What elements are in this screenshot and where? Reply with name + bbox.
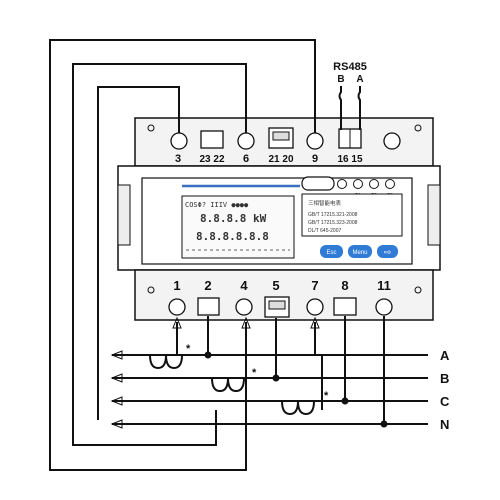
lcd-display — [181, 195, 295, 259]
front-panel: COSΦ? IIIV ●●●● 8.8.8.8 kW 8.8.8.8.8.8 F… — [141, 176, 413, 265]
svg-text:Esc: Esc — [326, 250, 336, 256]
svg-text:Menu: Menu — [352, 250, 367, 256]
rs485-a-label: A — [356, 74, 363, 85]
bottom-terminal-labels: 1 2 4 5 7 8 11 — [173, 278, 390, 293]
standard-3: DL/T 645-2007 — [308, 228, 341, 234]
phase-lines: A B C N — [110, 348, 450, 432]
bottom-terminal-label: 7 — [311, 278, 318, 293]
lcd-row2: 8.8.8.8 kW — [200, 212, 267, 225]
ct-mark: * — [252, 367, 257, 379]
line-label-a: A — [440, 348, 450, 363]
rs485-title: RS485 — [333, 61, 367, 73]
bottom-terminal-screws — [147, 286, 422, 318]
top-terminal-label: 9 — [312, 153, 318, 165]
rs485-b-label: B — [337, 74, 344, 85]
ct-mark: * — [186, 343, 191, 355]
line-label-c: C — [440, 394, 450, 409]
indicator-led — [385, 179, 395, 189]
indicator-led — [337, 179, 347, 189]
ct-mark: * — [324, 390, 329, 402]
top-terminal-label: 23 22 — [199, 154, 224, 165]
lcd-row3: 8.8.8.8.8.8 — [196, 230, 269, 243]
top-terminal-label: 16 15 — [337, 154, 362, 165]
bottom-terminal-label: 11 — [377, 278, 391, 293]
top-terminal-label: 3 — [175, 153, 181, 165]
bottom-terminal-label: 1 — [173, 278, 180, 293]
line-label-n: N — [440, 417, 449, 432]
standard-1: GB/T 17215.321-2008 — [308, 212, 358, 218]
line-label-b: B — [440, 371, 449, 386]
lcd-row1: COSΦ? IIIV ●●●● — [185, 201, 249, 209]
next-button[interactable]: ⇨ — [377, 245, 398, 258]
top-terminal-labels: 3 23 22 6 21 20 9 16 15 — [175, 153, 363, 165]
top-terminal-label: 6 — [243, 153, 249, 165]
ct-connections: * * * — [149, 316, 388, 428]
bottom-terminal-label: 5 — [272, 278, 279, 293]
meter-name: 三相智能电表 — [308, 199, 342, 207]
ir-window — [301, 176, 335, 191]
menu-button[interactable]: Menu — [348, 245, 372, 258]
top-terminal-label: 21 20 — [268, 154, 293, 165]
esc-button[interactable]: Esc — [320, 245, 343, 258]
loop-wires — [49, 39, 316, 471]
bottom-terminal-label: 4 — [240, 278, 248, 293]
rs485-connection: RS485 B A — [333, 61, 367, 130]
svg-text:⇨: ⇨ — [384, 248, 392, 258]
bottom-terminal-label: 2 — [204, 278, 211, 293]
bottom-terminal-label: 8 — [341, 278, 348, 293]
indicator-led — [369, 179, 379, 189]
indicator-led — [353, 179, 363, 189]
standard-2: GB/T 17215.323-2008 — [308, 220, 358, 226]
info-box — [301, 193, 403, 237]
